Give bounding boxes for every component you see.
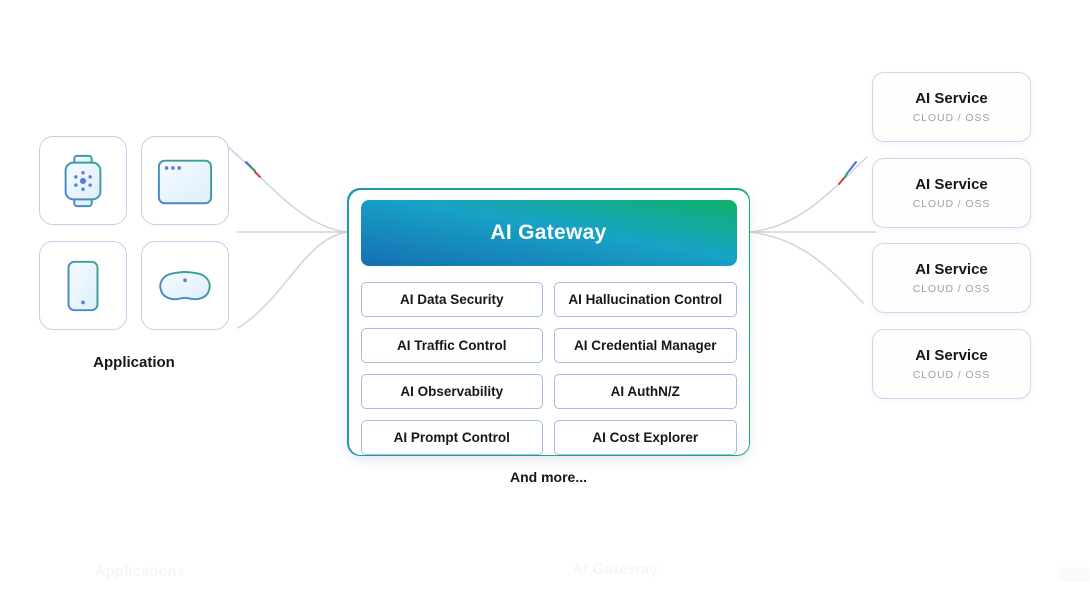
feature-box-observability: AI Observability xyxy=(360,373,543,409)
feature-box-cost-explorer: AI Cost Explorer xyxy=(554,419,737,455)
watermark-left: Applications xyxy=(85,563,195,580)
service-subtitle: CLOUD / OSS xyxy=(912,283,991,295)
feature-box-credential-manager: AI Credential Manager xyxy=(554,327,737,363)
and-more-label: And more... xyxy=(509,469,587,485)
service-card-2: AI Service CLOUD / OSS xyxy=(872,158,1031,228)
connector-right-bottom xyxy=(749,231,864,304)
connector-left-bottom xyxy=(237,231,348,329)
gateway-feature-grid: AI Data Security AI Hallucination Contro… xyxy=(360,281,737,455)
device-card-browser xyxy=(141,136,229,225)
gateway-title: AI Gateway xyxy=(490,220,607,244)
service-title: AI Service xyxy=(915,347,988,364)
connector-right-top xyxy=(749,156,868,233)
feature-box-data-security: AI Data Security xyxy=(360,281,543,317)
connector-left-top xyxy=(227,146,348,233)
vr-headset-icon xyxy=(159,270,211,300)
service-card-4: AI Service CLOUD / OSS xyxy=(872,329,1031,399)
feature-box-traffic-control: AI Traffic Control xyxy=(360,327,543,363)
feature-box-authnz: AI AuthN/Z xyxy=(554,373,737,409)
service-subtitle: CLOUD / OSS xyxy=(912,198,991,210)
watermark-center: AI Gateway xyxy=(515,561,715,579)
gateway-panel-inner: AI Gateway AI Data Security AI Hallucina… xyxy=(348,189,749,455)
service-subtitle: CLOUD / OSS xyxy=(912,112,991,124)
service-subtitle: CLOUD / OSS xyxy=(912,369,991,381)
application-label: Application xyxy=(93,354,175,371)
watermark-logo xyxy=(1060,567,1090,582)
device-card-smartphone xyxy=(39,241,127,330)
smartwatch-icon xyxy=(64,154,102,207)
smartphone-icon xyxy=(67,260,99,311)
service-card-3: AI Service CLOUD / OSS xyxy=(872,243,1031,313)
service-card-1: AI Service CLOUD / OSS xyxy=(872,72,1031,142)
connector-color-glints xyxy=(245,161,857,185)
feature-box-prompt-control: AI Prompt Control xyxy=(360,419,543,455)
service-title: AI Service xyxy=(915,90,988,107)
service-title: AI Service xyxy=(915,261,988,278)
gateway-header: AI Gateway xyxy=(360,199,737,266)
browser-window-icon xyxy=(157,159,213,204)
feature-box-hallucination-control: AI Hallucination Control xyxy=(554,281,737,317)
gateway-panel: AI Gateway AI Data Security AI Hallucina… xyxy=(347,188,750,456)
device-card-smartwatch xyxy=(39,136,127,225)
service-title: AI Service xyxy=(915,176,988,193)
device-card-vr-headset xyxy=(141,241,229,330)
